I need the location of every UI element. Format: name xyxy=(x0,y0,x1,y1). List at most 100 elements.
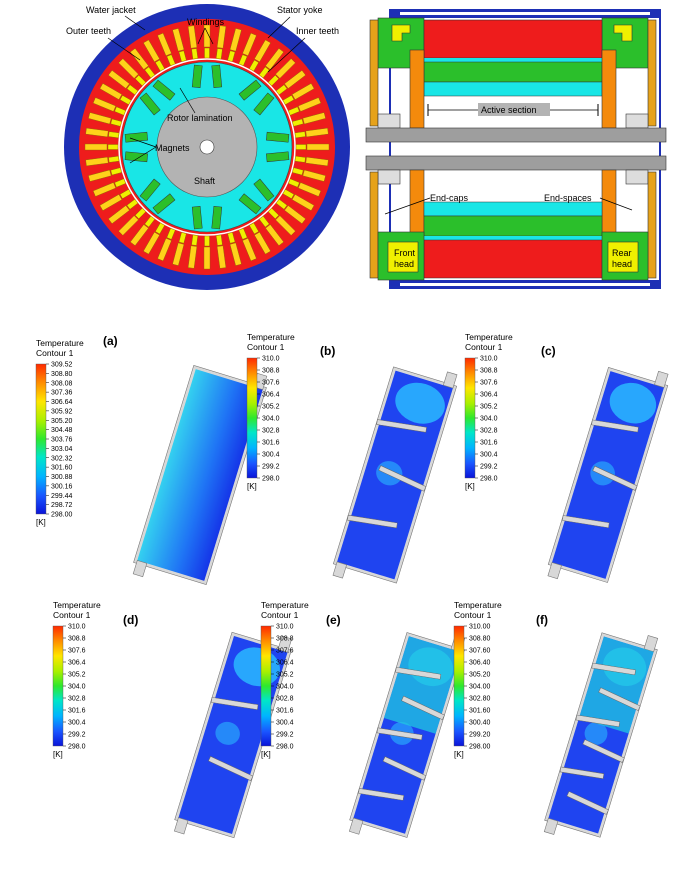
colorbar-tick-label: 305.2 xyxy=(262,404,280,411)
label-end-caps: End-caps xyxy=(430,193,469,203)
magnet-pair xyxy=(211,64,262,101)
magnets xyxy=(124,64,290,230)
outer-tooth xyxy=(118,58,139,79)
colorbar-tick-label: 304.0 xyxy=(262,416,280,423)
rotor-band-bottom xyxy=(423,201,603,217)
colorbar-tick-label: 302.8 xyxy=(480,428,498,435)
colorbar-tick-label: 301.6 xyxy=(68,708,86,715)
stator-slot xyxy=(203,235,211,270)
colorbar-tick-label: 300.4 xyxy=(262,452,280,459)
rotor-band-top xyxy=(423,81,603,97)
winding xyxy=(155,222,165,235)
colorbar-tick-label: 299.44 xyxy=(51,493,73,500)
winding xyxy=(178,232,187,244)
leader-water-jacket xyxy=(124,15,146,31)
baffle-fin xyxy=(566,791,609,815)
colorbar-tick-label: 305.2 xyxy=(276,672,294,679)
winding xyxy=(275,198,288,210)
outer-tooth xyxy=(306,143,330,151)
colorbar-tick-label: 298.0 xyxy=(262,476,280,483)
winding xyxy=(267,74,280,87)
outer-tooth xyxy=(92,97,117,112)
winding xyxy=(110,167,122,176)
outer-tooth xyxy=(92,182,117,197)
label-stator-yoke: Stator yoke xyxy=(277,5,323,15)
outer-tooth xyxy=(108,70,130,89)
stator-slot xyxy=(267,58,296,87)
bearing-front-bottom xyxy=(377,169,401,185)
colorbar xyxy=(52,625,64,747)
baffle-fin xyxy=(376,727,423,741)
colorbar xyxy=(35,363,47,515)
colorbar-title: Temperature xyxy=(247,332,295,342)
stator-slot xyxy=(157,32,176,66)
colorbar-tick-label: 300.88 xyxy=(51,474,73,481)
magnet xyxy=(139,178,161,202)
magnet-pair xyxy=(253,151,290,202)
stator-slot xyxy=(294,127,329,139)
colorbar-tick-label: 308.80 xyxy=(469,636,491,643)
outer-tooth xyxy=(284,205,306,224)
colorbar-tick-label: 310.0 xyxy=(262,356,280,363)
colorbar-unit: [K] xyxy=(36,518,46,527)
stator-slot xyxy=(85,127,120,139)
stator-slot xyxy=(258,48,284,79)
winding xyxy=(114,178,126,188)
warm-region xyxy=(383,636,461,734)
outer-tooth xyxy=(143,39,160,63)
colorbar-tick-label: 307.6 xyxy=(68,648,86,655)
outer-tooth xyxy=(143,231,160,255)
colorbar-unit: [K] xyxy=(465,482,475,491)
outer-tooth xyxy=(130,48,149,70)
colorbar-tick-label: 305.20 xyxy=(469,672,491,679)
colorbar-tick-label: 307.6 xyxy=(262,380,280,387)
stator-core-top xyxy=(423,19,603,59)
water-jacket-top-inner xyxy=(400,12,650,15)
stator-slot xyxy=(294,155,329,167)
stator-slot xyxy=(249,39,271,72)
magnet xyxy=(124,131,148,143)
motor-cross-section: Water jacket Outer teeth Windings Stator… xyxy=(64,4,350,290)
baffle-fin xyxy=(598,687,641,711)
colorbar-tick-label: 306.4 xyxy=(262,392,280,399)
winding xyxy=(292,118,304,127)
panel-label: (e) xyxy=(326,613,341,627)
winding xyxy=(107,144,119,150)
magnet xyxy=(253,178,275,202)
colorbar-tick-label: 304.0 xyxy=(480,416,498,423)
stator-slot xyxy=(88,167,122,182)
outer-tooth xyxy=(291,83,315,100)
colorbar-tick-label: 308.8 xyxy=(276,636,294,643)
colorbar-tick-label: 305.2 xyxy=(480,404,498,411)
winding xyxy=(275,84,288,96)
magnet xyxy=(253,92,275,116)
winding xyxy=(155,59,165,72)
colorbar xyxy=(453,625,465,747)
winding xyxy=(215,234,223,246)
frame-rear-top xyxy=(647,19,657,127)
winding xyxy=(238,54,248,66)
winding xyxy=(144,66,156,79)
outer-tooth xyxy=(85,127,109,138)
channel-body xyxy=(332,366,458,584)
channel-fluid xyxy=(137,369,263,581)
panel-label: (c) xyxy=(541,344,556,358)
label-front-head-2: head xyxy=(394,259,414,269)
colorbar-tick-label: 298.0 xyxy=(276,744,294,751)
magnet-pair xyxy=(152,64,203,101)
winding-band-top xyxy=(424,58,602,62)
colorbar-subtitle: Contour 1 xyxy=(247,342,285,352)
magnet-pair xyxy=(152,193,203,230)
magnet xyxy=(139,92,161,116)
winding xyxy=(238,228,248,240)
colorbar-tick-label: 305.20 xyxy=(51,418,73,425)
stator-teeth xyxy=(84,24,330,270)
stator-slot xyxy=(203,24,211,59)
outer-tooth xyxy=(203,246,211,270)
stator-slot xyxy=(258,215,284,246)
bearing-rear-bottom xyxy=(625,169,649,185)
stator-slot xyxy=(143,39,165,72)
stator-slot xyxy=(143,222,165,255)
label-outer-teeth: Outer teeth xyxy=(66,26,111,36)
colorbar-unit: [K] xyxy=(247,482,257,491)
